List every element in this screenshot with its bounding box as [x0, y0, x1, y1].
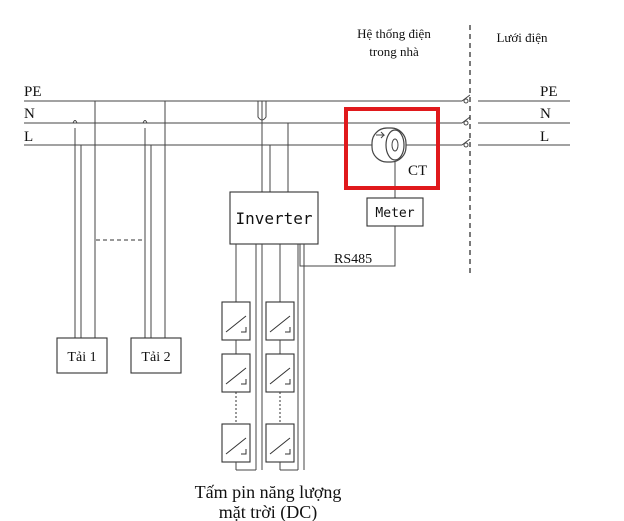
- solar-panels-caption-line2: mặt trời (DC): [219, 502, 318, 521]
- line-label-n-left: N: [24, 106, 35, 122]
- solar-panel: [265, 301, 295, 341]
- line-label-n-right: N: [540, 106, 551, 122]
- house-system-label-line2: trong nhà: [369, 44, 419, 59]
- inverter-box: [229, 191, 319, 245]
- ct-sensor: [371, 127, 407, 163]
- solar-panel: [221, 423, 251, 463]
- solar-panel: [265, 423, 295, 463]
- solar-panel-string-2: [265, 301, 295, 470]
- load2-label: Tải 2: [141, 350, 170, 365]
- load2-wires: [142, 101, 166, 338]
- ct-highlight-box: [344, 107, 440, 190]
- meter-box: [366, 197, 424, 227]
- bus-lines: [24, 100, 570, 146]
- grid-label: Lưới điện: [496, 30, 548, 45]
- load1-label: Tải 1: [67, 350, 96, 365]
- main-switch: [461, 94, 471, 148]
- line-label-l-right: L: [540, 129, 549, 145]
- load1-box: [56, 337, 108, 374]
- rs485-label: RS485: [334, 252, 372, 267]
- house-system-label-line1: Hệ thống điện: [357, 26, 431, 41]
- inverter-label: Inverter: [235, 209, 312, 228]
- meter-label: Meter: [375, 206, 414, 221]
- dc-wires: [235, 244, 305, 471]
- solar-panels-caption-line1: Tấm pin năng lượng: [195, 482, 342, 502]
- rs485-cable: [299, 226, 396, 267]
- load1-wires: [72, 101, 96, 338]
- line-label-l-left: L: [24, 129, 33, 145]
- inverter-ac-wires: [257, 101, 289, 192]
- solar-panel: [221, 353, 251, 393]
- solar-panel-string-1: [221, 301, 251, 470]
- solar-panel: [221, 301, 251, 341]
- ct-label: CT: [408, 163, 427, 179]
- line-label-pe-left: PE: [24, 84, 42, 100]
- line-label-pe-right: PE: [540, 84, 558, 100]
- load2-box: [130, 337, 182, 374]
- solar-panel: [265, 353, 295, 393]
